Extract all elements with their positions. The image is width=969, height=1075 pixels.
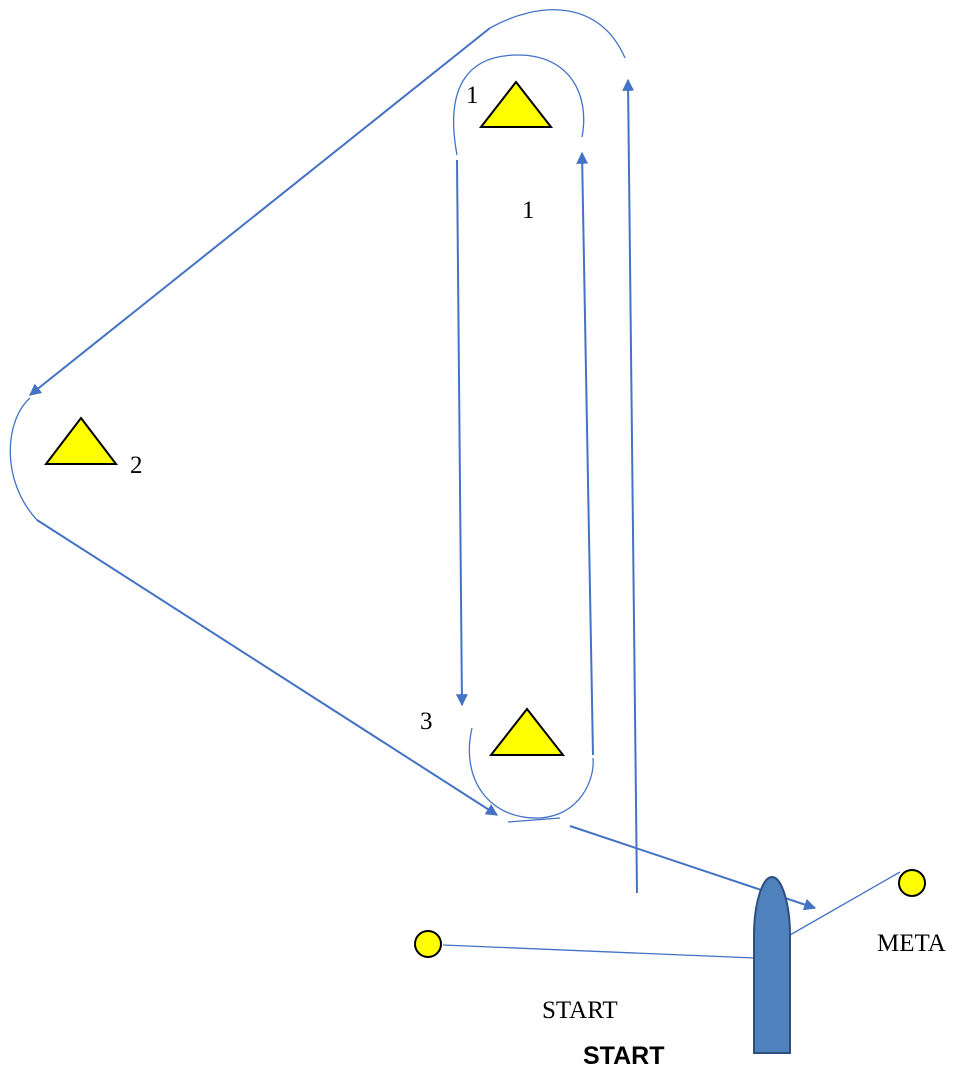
- mark-2-triangle-icon: [43, 416, 119, 465]
- mark-2-label: 2: [130, 452, 143, 479]
- finish-label: META: [877, 930, 946, 957]
- finish-pin-circle-icon: [898, 869, 926, 897]
- mark-3-label: 3: [420, 708, 433, 735]
- outer-arc-mark-1: [489, 9, 626, 59]
- route-legs: [29, 27, 817, 911]
- leg-1-label: 1: [522, 197, 535, 224]
- mark-3-triangle-icon: [488, 707, 566, 756]
- rounding-arcs: [9, 9, 626, 823]
- start-line: [442, 944, 756, 959]
- leg-start-to-top: [622, 78, 638, 894]
- inner-arc-mark-1: [453, 54, 585, 156]
- leg-2-to-3: [36, 519, 499, 816]
- arc-mark-2: [9, 397, 38, 521]
- mark-1-triangle-icon: [478, 80, 554, 128]
- mark-1-label: 1: [466, 82, 479, 109]
- leg-1-to-3-downwind: [455, 159, 468, 707]
- start-label: START: [542, 997, 618, 1024]
- leg-1-to-2: [29, 27, 491, 396]
- start-pin-circle-icon: [414, 930, 442, 958]
- arc-mark-3: [468, 727, 594, 819]
- leg-3-to-1-upwind: [576, 151, 594, 756]
- committee-boat-icon: [753, 875, 791, 1054]
- arc-mark-3-bottom: [507, 817, 561, 823]
- start-label-bold: START: [583, 1042, 665, 1070]
- finish-line: [789, 871, 901, 936]
